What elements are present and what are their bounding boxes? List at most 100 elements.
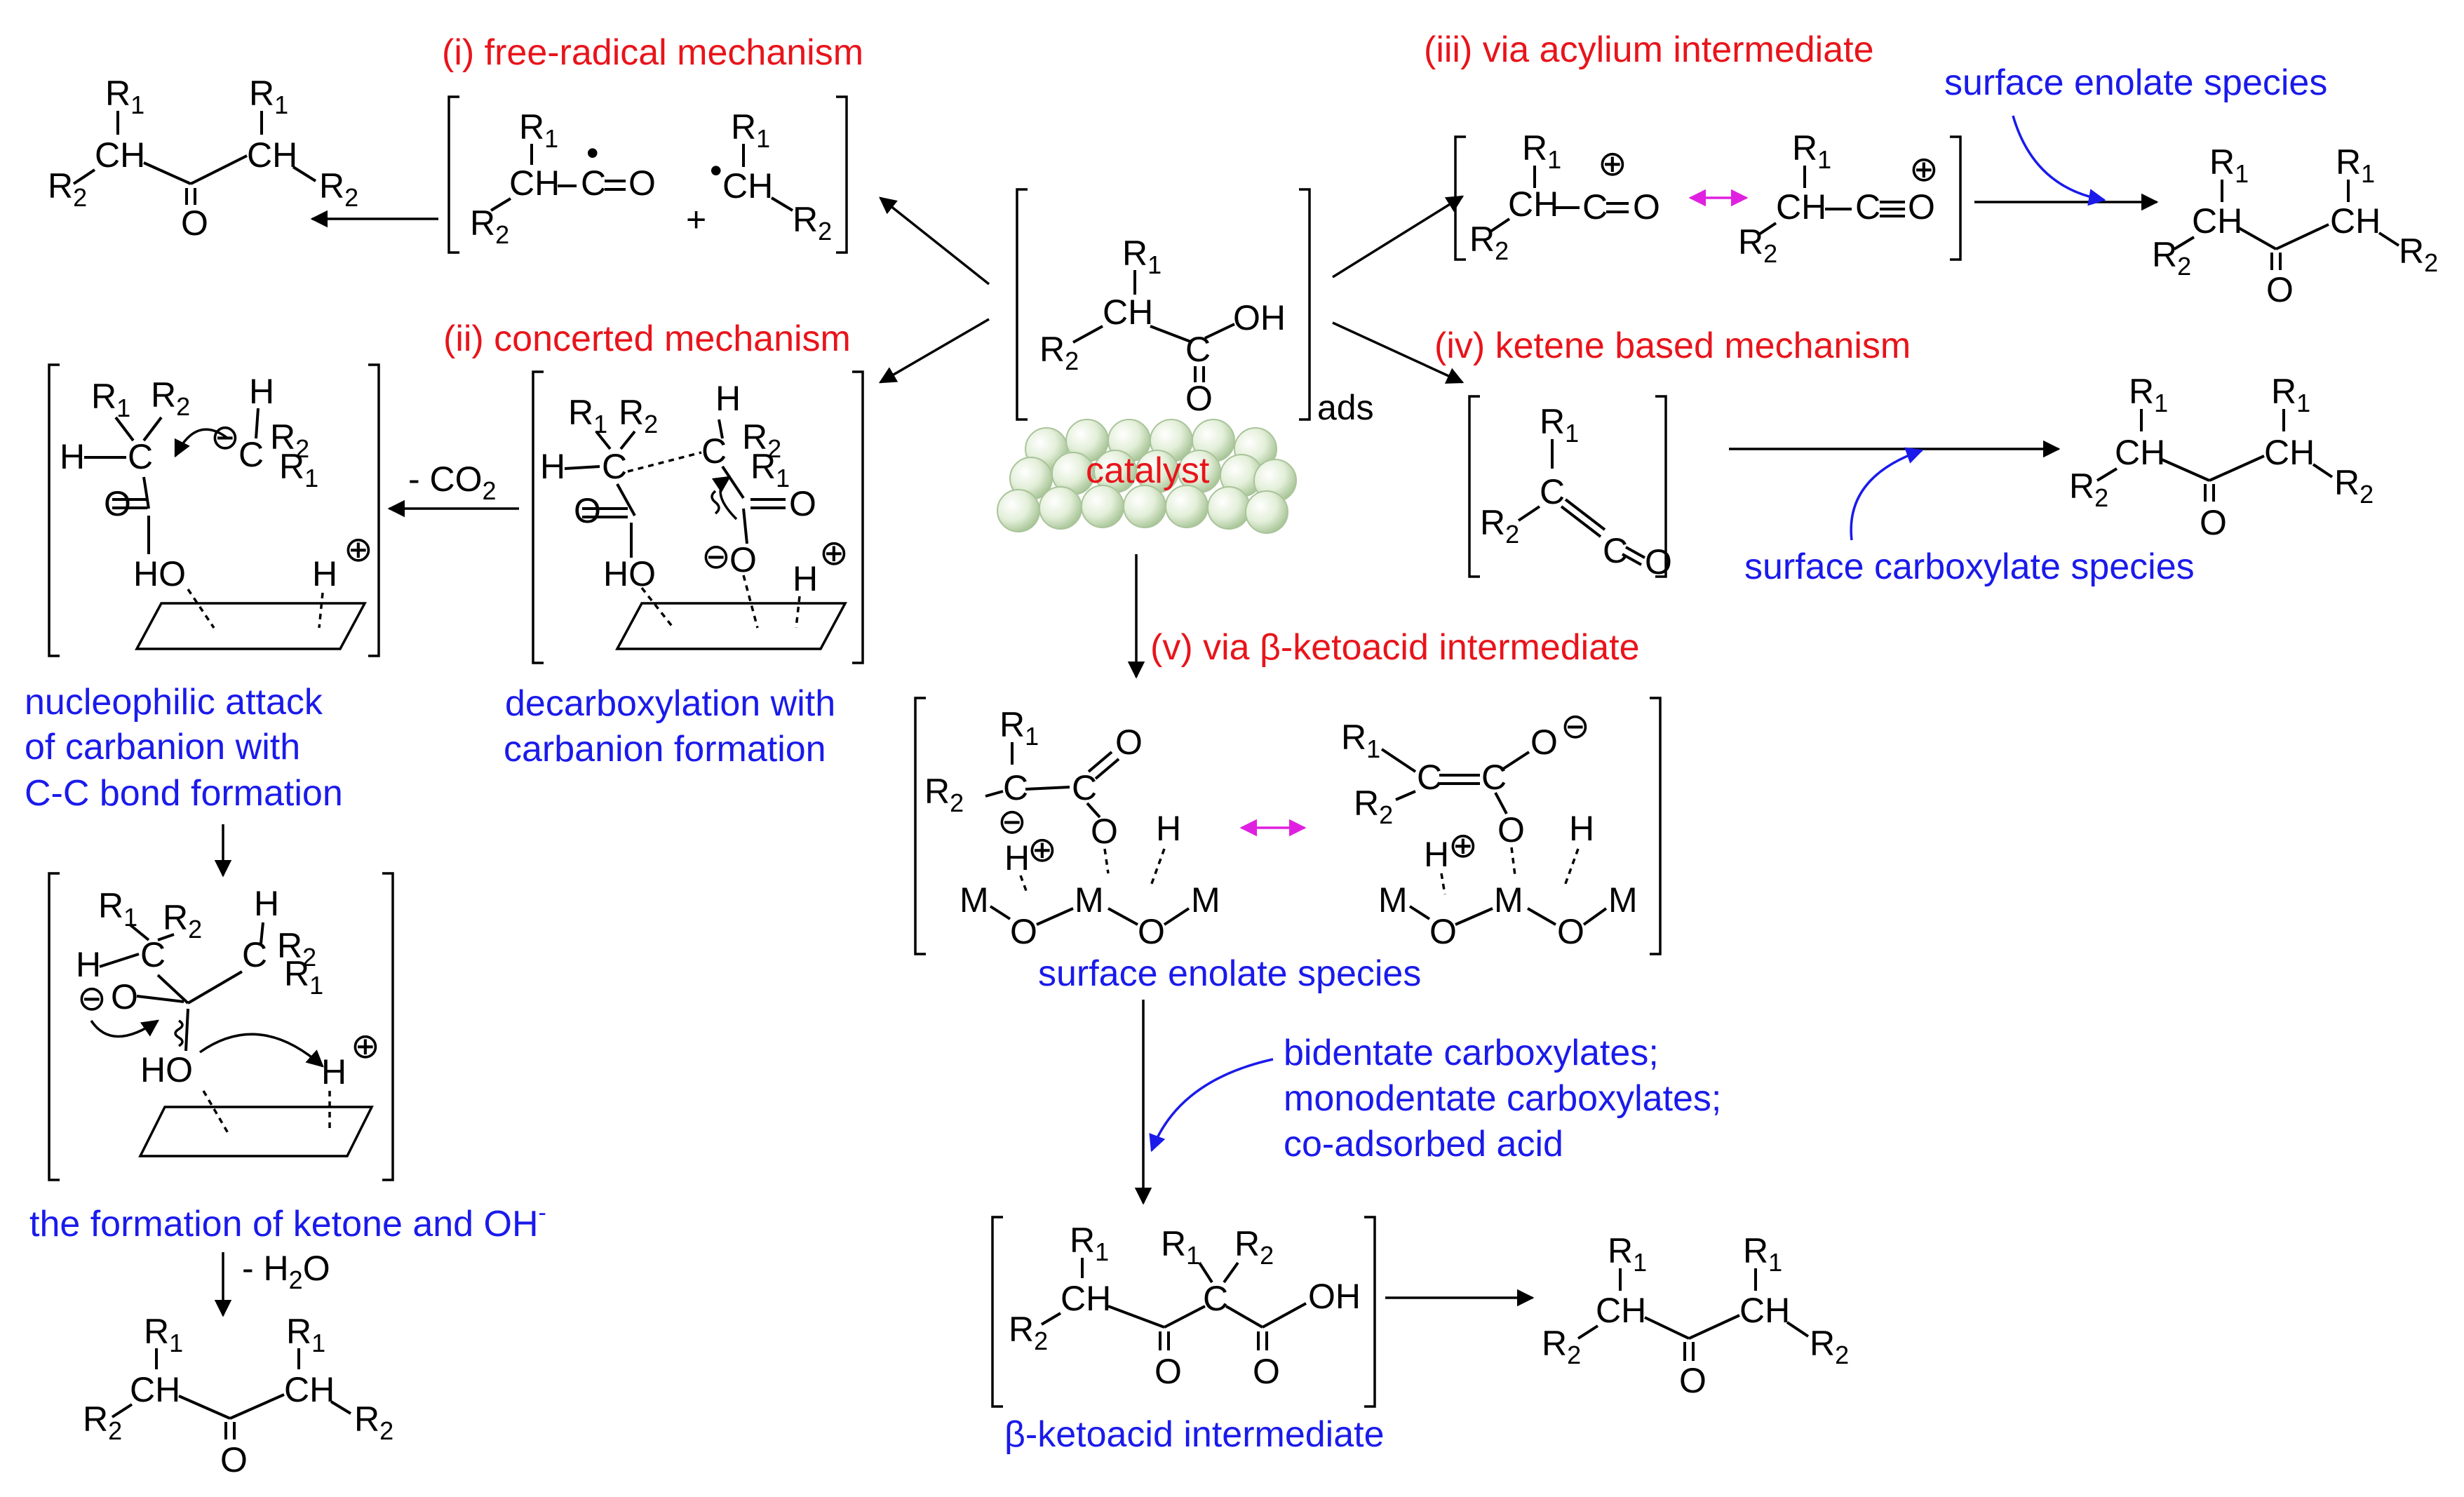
svg-text:CH: CH [2115, 433, 2165, 472]
svg-text:R2: R2 [742, 417, 781, 463]
ketone-product-i: R1 CH R2 O R1 CH R2 [48, 74, 358, 243]
svg-text:CH: CH [2192, 201, 2242, 241]
svg-text:CH: CH [1739, 1291, 1790, 1330]
ketone-formation-state: R1 R2 H H C C R2 R1 O ⊖ HO H ⊕ [48, 872, 394, 1181]
svg-text:R1: R1 [2209, 142, 2249, 188]
svg-text:R1: R1 [750, 447, 790, 492]
label-acylium: (iii) via acylium intermediate [1424, 29, 1874, 70]
svg-text:O: O [1679, 1361, 1706, 1400]
svg-text:M: M [1075, 880, 1104, 920]
svg-text:C: C [140, 935, 166, 974]
label-free-radical: (i) free-radical mechanism [442, 32, 863, 73]
blue-arrow-enolate [2012, 115, 2106, 206]
svg-text:R2: R2 [2399, 231, 2438, 277]
svg-text:R2: R2 [151, 375, 190, 421]
svg-text:O: O [104, 484, 131, 523]
svg-text:R2: R2 [1469, 220, 1509, 265]
svg-text:R1: R1 [105, 74, 144, 119]
svg-text:O: O [2266, 270, 2294, 309]
svg-text:C: C [1003, 768, 1028, 807]
svg-text:R2: R2 [2334, 463, 2374, 509]
surface-enolate-species: R1 C R2 ⊖ C O O H H ⊕ M O M O M R1 C R2 [914, 697, 1662, 955]
svg-text:H: H [715, 379, 741, 418]
svg-text:H: H [60, 437, 85, 476]
ketene-intermediate: R1 C R2 C O [1468, 395, 1672, 582]
label-bident-1: bidentate carboxylates; [1284, 1033, 1659, 1073]
svg-text:•: • [586, 133, 599, 173]
svg-text:R1: R1 [1070, 1221, 1109, 1266]
ketone-product-iii: R1 CH R2 O R1 CH R2 [2152, 142, 2438, 309]
svg-text:O: O [1010, 912, 1037, 951]
svg-text:O: O [1115, 723, 1143, 762]
svg-text:R2: R2 [48, 166, 87, 212]
svg-text:O: O [2200, 503, 2227, 542]
label-minus-h2o: - H2O [242, 1249, 330, 1294]
svg-text:H: H [249, 372, 274, 411]
svg-text:O: O [574, 491, 601, 530]
svg-text:CH: CH [1776, 187, 1826, 227]
svg-text:C: C [1603, 531, 1628, 570]
label-ketoacid-intermediate: β-ketoacid intermediate [1004, 1414, 1385, 1455]
beta-ketoacid-intermediate: R1 CH R2 O C R1 R2 O OH [991, 1216, 1376, 1408]
svg-text:R2: R2 [1354, 784, 1393, 829]
svg-text:R2: R2 [470, 203, 509, 249]
svg-text:H: H [793, 559, 818, 598]
svg-text:H: H [312, 554, 337, 593]
svg-text:ads: ads [1317, 388, 1374, 427]
svg-text:R1: R1 [91, 377, 130, 422]
svg-text:M: M [1378, 880, 1408, 920]
svg-text:CH: CH [95, 135, 145, 175]
svg-text:O: O [1185, 379, 1213, 418]
svg-text:O: O [1253, 1352, 1280, 1391]
arrow-to-acylium [1332, 195, 1465, 278]
svg-text:R1: R1 [1743, 1231, 1782, 1277]
svg-text:⊕: ⊕ [344, 530, 373, 569]
svg-text:R2: R2 [1738, 222, 1777, 268]
svg-text:R2: R2 [1009, 1310, 1048, 1355]
svg-text:R1: R1 [98, 886, 137, 932]
svg-text:HO: HO [603, 554, 656, 593]
svg-text:⊕: ⊕ [1909, 149, 1939, 189]
svg-text:O: O [628, 163, 656, 203]
svg-text:R1: R1 [2129, 372, 2168, 417]
acylium-intermediates: R1 CH R2 C O ⊕ R1 CH R2 C O ⊕ [1454, 128, 1962, 268]
svg-text:R2: R2 [2152, 235, 2191, 281]
svg-text:R2: R2 [83, 1399, 122, 1445]
svg-text:H: H [1004, 838, 1030, 878]
concerted-transition-state: R1 R2 H H C C R2 R1 O O ⊖ O HO H ⊕ [532, 370, 864, 664]
label-decarb-2: carbanion formation [504, 729, 826, 770]
svg-text:C: C [128, 437, 153, 476]
nucleophilic-attack-state: R1 R2 H H C C ⊖ R2 R1 O HO H ⊕ [48, 363, 380, 657]
svg-text:CH: CH [1596, 1291, 1646, 1330]
svg-text:R1: R1 [279, 447, 318, 492]
svg-text:R1: R1 [286, 1312, 325, 1357]
svg-text:H: H [540, 447, 565, 486]
svg-text:O: O [729, 540, 757, 579]
svg-text:O: O [220, 1440, 248, 1479]
ketone-product-iv: R1 CH R2 O R1 CH R2 [2069, 372, 2374, 542]
svg-text:OH: OH [1308, 1277, 1361, 1316]
svg-text:⊖: ⊖ [1561, 706, 1590, 746]
svg-text:R1: R1 [1522, 128, 1561, 174]
label-surface-enolate-top: surface enolate species [1944, 62, 2327, 103]
svg-text:R2: R2 [924, 772, 964, 817]
svg-text:O: O [181, 203, 208, 243]
svg-text:M: M [1494, 880, 1523, 920]
svg-text:R1: R1 [568, 393, 607, 438]
svg-text:R1: R1 [999, 705, 1039, 751]
svg-text:C: C [602, 447, 627, 486]
svg-text:CH: CH [130, 1370, 180, 1409]
svg-text:H: H [254, 884, 279, 923]
svg-text:R1: R1 [1122, 234, 1162, 279]
svg-text:H: H [321, 1052, 346, 1092]
label-concerted: (ii) concerted mechanism [443, 318, 851, 359]
svg-text:⊕: ⊕ [1448, 826, 1478, 865]
svg-text:R1: R1 [731, 107, 770, 153]
svg-text:R1: R1 [1540, 402, 1579, 448]
svg-text:R2: R2 [319, 166, 358, 212]
svg-text:H: H [76, 945, 101, 984]
svg-text:R1: R1 [249, 74, 288, 119]
arrow-to-concerted [878, 318, 990, 384]
svg-text:O: O [789, 484, 816, 523]
svg-text:R2: R2 [2069, 466, 2108, 512]
